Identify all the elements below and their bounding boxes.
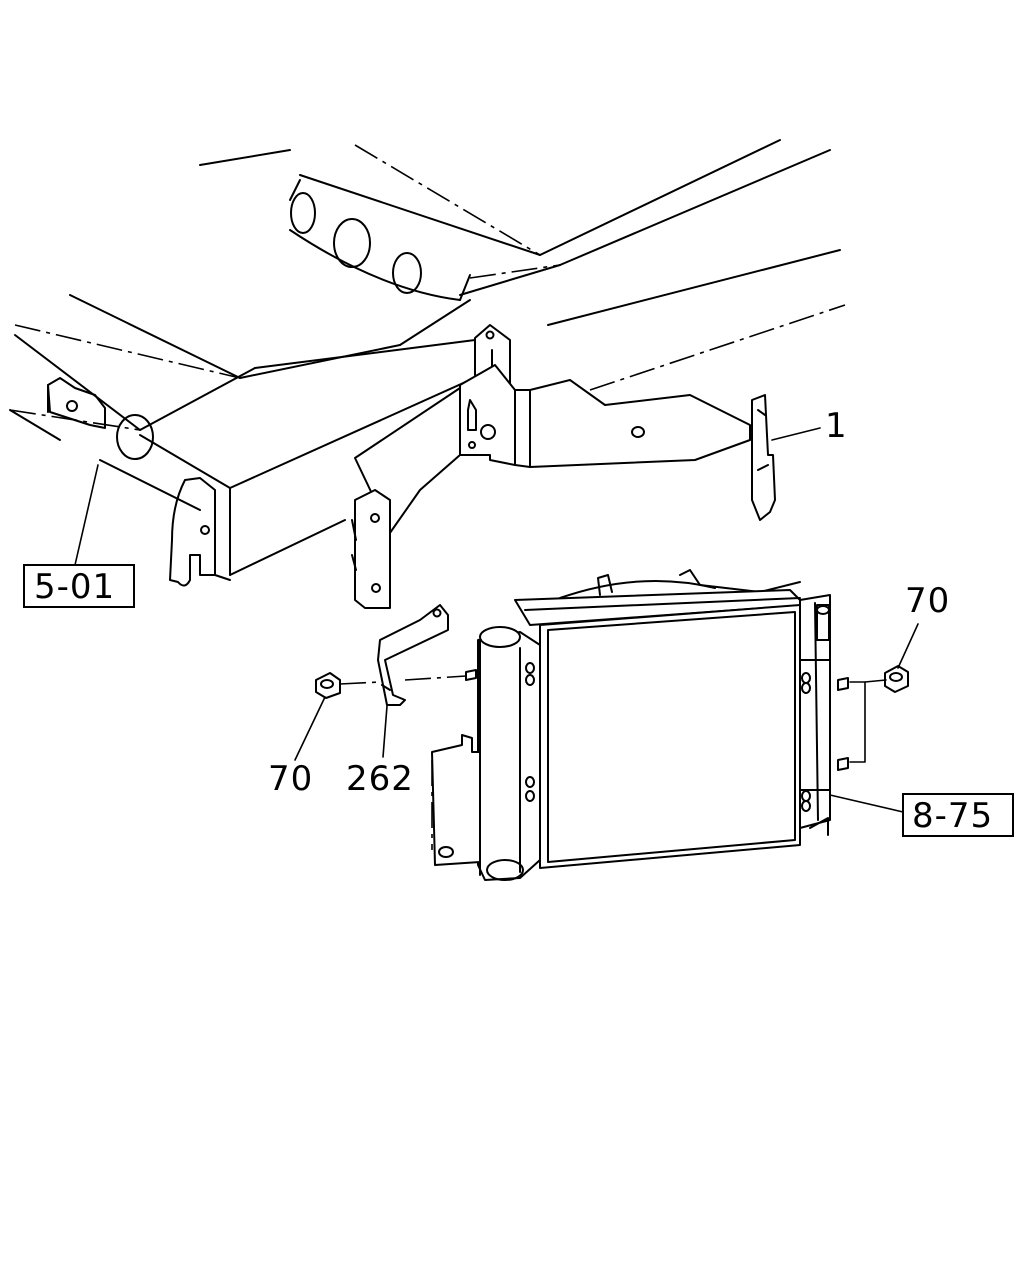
callout-1-text: 1 — [825, 406, 848, 446]
chassis-frame — [9, 139, 846, 587]
support-bracket-part-262 — [377, 604, 449, 706]
flange-nut-right — [884, 665, 909, 693]
callout-70-right-text: 70 — [905, 581, 950, 621]
radiator-assembly — [431, 569, 849, 881]
callout-8-75: 8-75 — [902, 793, 1014, 837]
callout-70-right: 70 — [905, 581, 950, 621]
flange-nut-left — [315, 672, 341, 699]
callout-1: 1 — [825, 406, 848, 446]
callout-8-75-text: 8-75 — [912, 796, 993, 836]
callout-262-text: 262 — [346, 759, 414, 799]
callout-5-01: 5-01 — [23, 564, 135, 608]
assembly-lines — [74, 464, 919, 850]
radiator-bracket-part-1 — [351, 324, 821, 609]
callout-262: 262 — [346, 759, 414, 799]
callout-70-left-text: 70 — [268, 759, 313, 799]
callout-5-01-text: 5-01 — [34, 567, 115, 607]
callout-70-left: 70 — [268, 759, 313, 799]
